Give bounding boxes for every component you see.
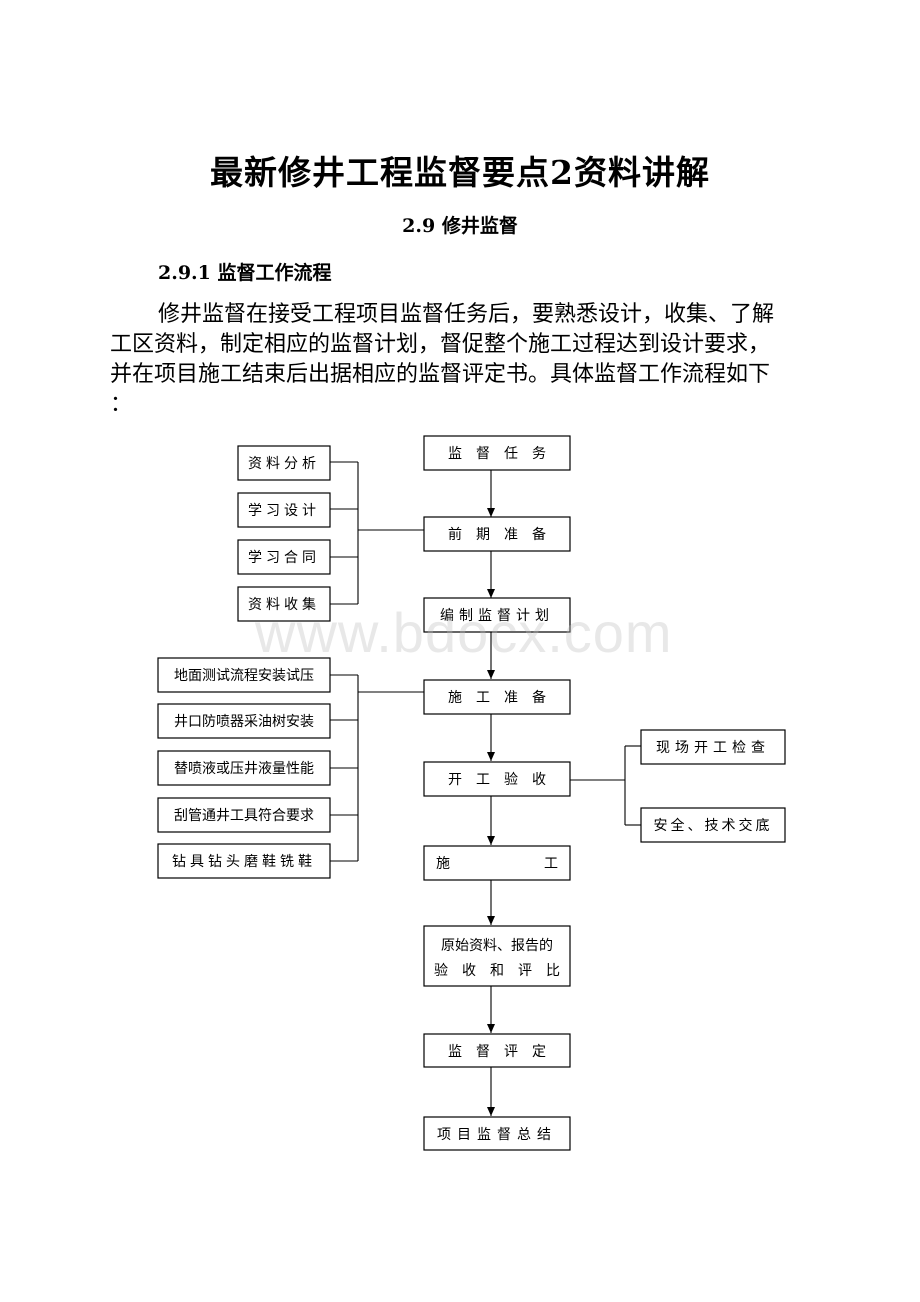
step-supervision-plan: 编制监督计划 [423,597,571,633]
step-supervision-evaluation: 监 督 评 定 [423,1033,571,1068]
step-project-summary: 项目监督总结 [423,1116,571,1151]
acceptance-connectors [570,745,641,826]
svg-text:施 工 准 备: 施 工 准 备 [448,689,546,706]
svg-text:替喷液或压井液量性能: 替喷液或压井液量性能 [174,761,314,777]
svg-text:资料分析: 资料分析 [248,456,320,472]
step-commencement-acceptance: 开 工 验 收 [423,761,571,797]
step-construction: 施 工 [423,845,571,881]
svg-text:开 工 验 收: 开 工 验 收 [448,772,546,788]
acceptance-item-site-check: 现场开工检查 [640,729,786,765]
paragraph-line: ： [110,392,133,417]
svg-text:监 督 评 定: 监 督 评 定 [448,1044,546,1060]
svg-text:资料收集: 资料收集 [248,596,320,613]
svg-text:井口防喷器采油树安装: 井口防喷器采油树安装 [174,714,314,730]
prep-connectors [330,461,424,605]
acceptance-item-safety-briefing: 安全、技术交底 [640,807,786,843]
svg-text:原始资料、报告的: 原始资料、报告的 [441,938,553,954]
step-data-acceptance: 原始资料、报告的 验 收 和 评 比 [423,925,571,987]
construction-connectors [330,674,424,862]
step-supervision-task: 监 督 任 务 [423,435,571,471]
document-title: 最新修井工程监督要点2资料讲解 [210,153,710,192]
section-heading: 2.9 修井监督 [402,215,518,237]
prep-item-study-design: 学习设计 [237,492,331,528]
svg-text:钻具钻头磨鞋铣鞋: 钻具钻头磨鞋铣鞋 [172,854,316,870]
construction-item-kill-fluid: 替喷液或压井液量性能 [157,750,331,786]
construction-item-drill-tools: 钻具钻头磨鞋铣鞋 [157,843,331,879]
construction-item-bop-install: 井口防喷器采油树安装 [157,703,331,739]
svg-text:现场开工检查: 现场开工检查 [656,740,770,756]
svg-text:施: 施 [436,856,450,872]
intro-paragraph: 修井监督在接受工程项目监督任务后，要熟悉设计，收集、了解 工区资料，制定相应的监… [110,300,810,420]
svg-text:工: 工 [544,856,558,872]
step-preliminary-prep: 前 期 准 备 [423,516,571,552]
construction-item-surface-test: 地面测试流程安装试压 [157,657,331,693]
construction-item-scraper-tools: 刮管通井工具符合要求 [157,797,331,833]
svg-text:前 期 准 备: 前 期 准 备 [448,526,546,543]
subsection-heading: 2.9.1 监督工作流程 [158,262,332,284]
step-construction-prep: 施 工 准 备 [423,679,571,715]
prep-item-study-contract: 学习合同 [237,539,331,575]
paragraph-line: 并在项目施工结束后出据相应的监督评定书。具体监督工作流程如下 [110,362,771,387]
svg-text:编制监督计划: 编制监督计划 [440,608,554,624]
svg-text:学习设计: 学习设计 [248,503,320,519]
prep-item-collection: 资料收集 [237,586,331,622]
svg-text:刮管通井工具符合要求: 刮管通井工具符合要求 [174,808,314,824]
prep-item-analysis: 资料分析 [237,445,331,481]
svg-text:验 收 和 评 比: 验 收 和 评 比 [434,963,560,979]
svg-text:学习合同: 学习合同 [248,550,320,566]
svg-text:项目监督总结: 项目监督总结 [437,1127,557,1143]
watermark: www.bdocx.com [255,601,673,664]
svg-text:监 督 任 务: 监 督 任 务 [448,446,546,462]
paragraph-line: 修井监督在接受工程项目监督任务后，要熟悉设计，收集、了解 [158,302,775,327]
svg-text:安全、技术交底: 安全、技术交底 [654,817,773,834]
paragraph-line: 工区资料，制定相应的监督计划，督促整个施工过程达到设计要求， [110,332,771,357]
svg-text:地面测试流程安装试压: 地面测试流程安装试压 [174,668,314,684]
